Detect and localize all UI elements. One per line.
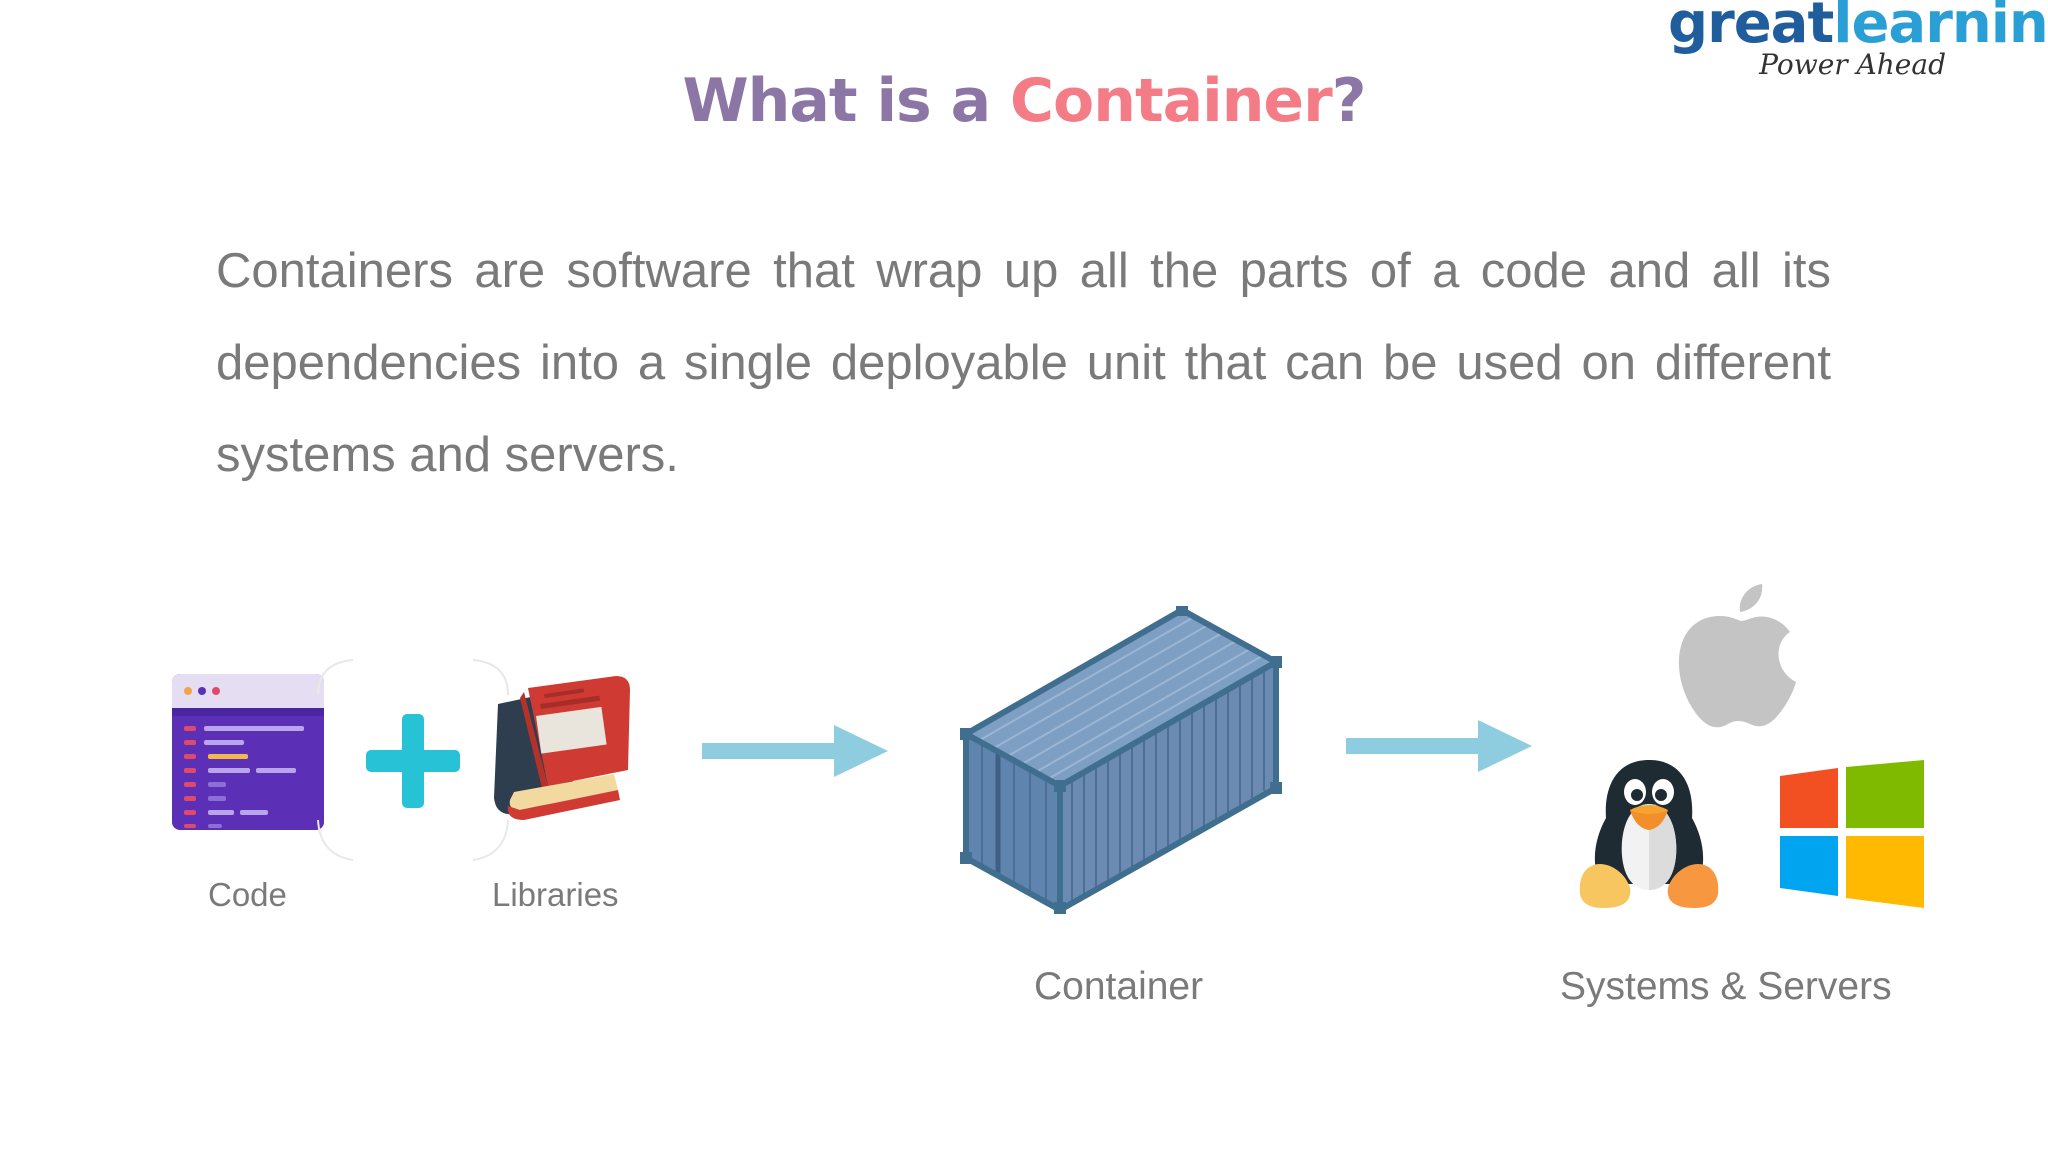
logo-tagline: Power Ahead xyxy=(1759,48,1946,81)
books-icon xyxy=(494,676,630,820)
container-label: Container xyxy=(1034,965,1204,1008)
great-learning-logo: greatlearning Power Ahead xyxy=(1668,0,2048,81)
grouping-brackets xyxy=(317,659,509,861)
arrow-right-icon xyxy=(702,725,888,777)
shipping-container-icon xyxy=(959,606,1283,914)
libraries-label: Libraries xyxy=(492,876,619,913)
plus-icon xyxy=(366,714,460,808)
title-part-1: What is a xyxy=(682,66,1010,136)
apple-icon xyxy=(1678,584,1796,728)
definition-paragraph: Containers are software that wrap up all… xyxy=(216,244,1831,482)
page-title: What is a Container? xyxy=(0,66,2048,136)
title-part-2: Container xyxy=(1009,66,1333,136)
code-window-icon xyxy=(172,674,324,830)
systems-servers-label: Systems & Servers xyxy=(1560,965,1892,1008)
code-label: Code xyxy=(208,876,287,913)
logo-brand: greatlearning xyxy=(1668,0,2048,54)
arrow-right-icon-2 xyxy=(1346,720,1532,772)
windows-icon xyxy=(1780,760,1924,908)
logo-brand-part-1: great xyxy=(1668,0,1834,56)
linux-penguin-icon xyxy=(1579,760,1719,908)
title-part-3: ? xyxy=(1331,66,1367,136)
logo-brand-part-2: learning xyxy=(1833,0,2048,56)
